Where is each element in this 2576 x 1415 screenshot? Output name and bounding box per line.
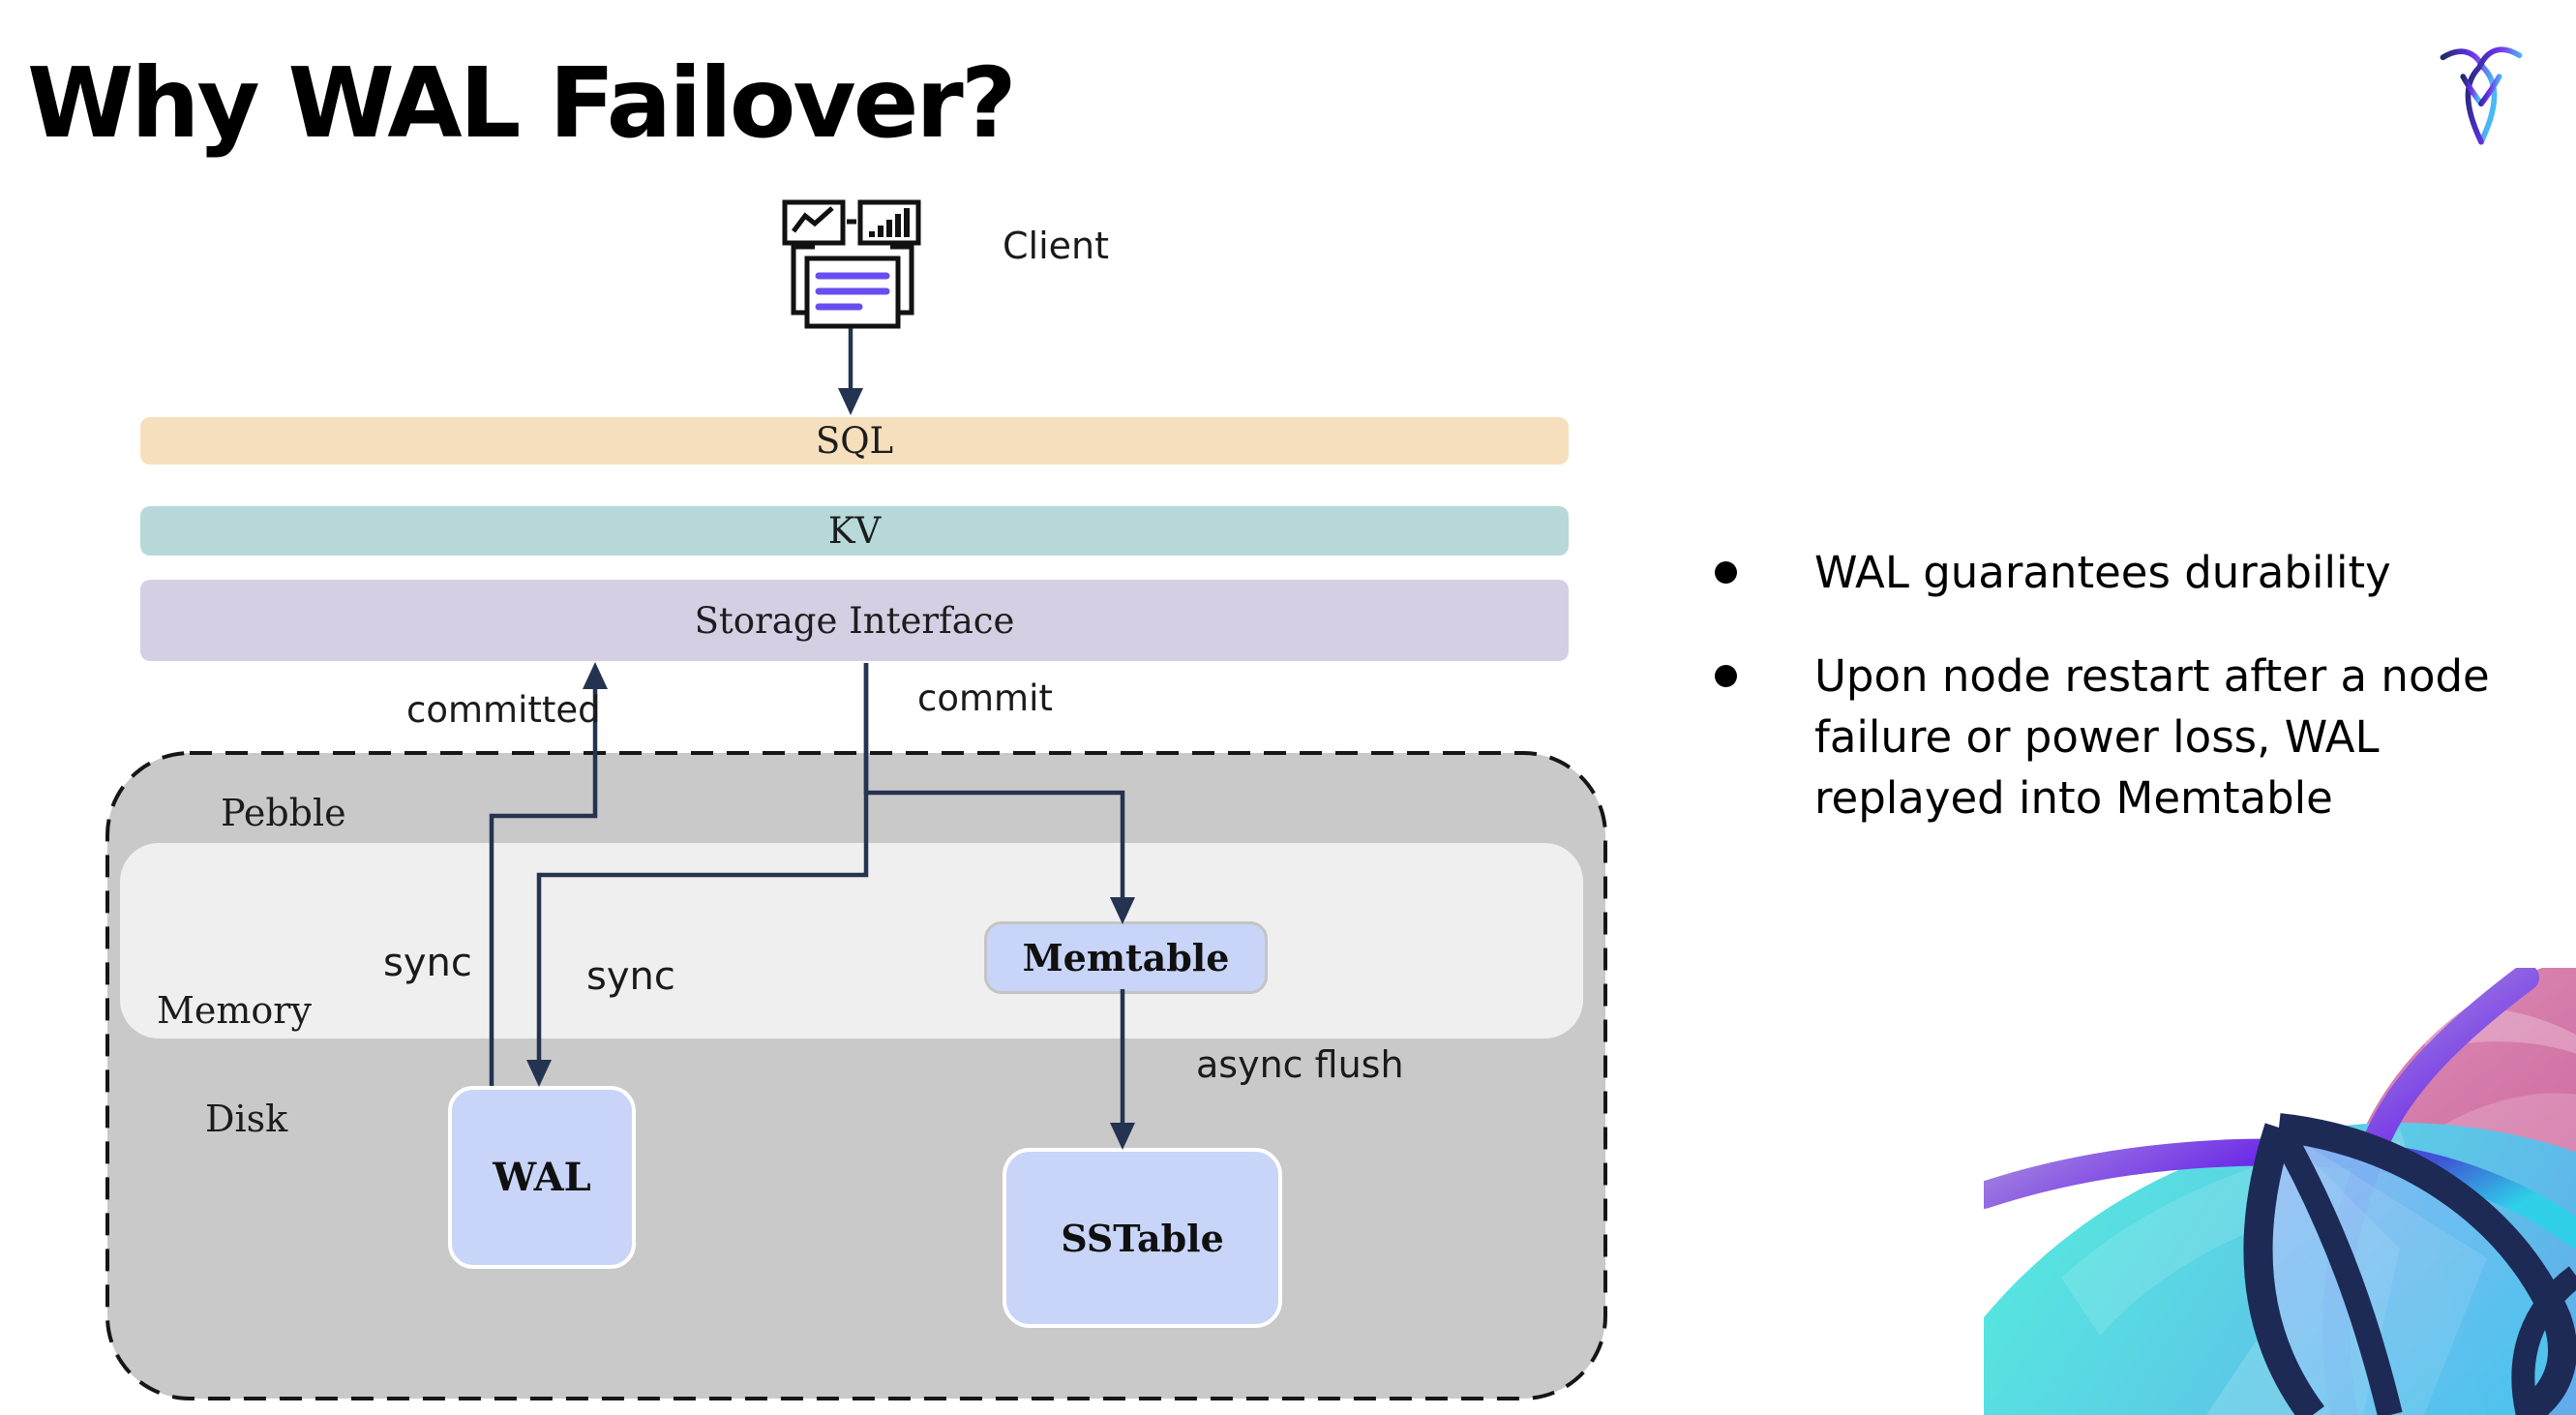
client-doc-lines bbox=[815, 272, 890, 311]
sstable-node: SSTable bbox=[1003, 1148, 1282, 1328]
memory-label: Memory bbox=[157, 989, 312, 1032]
edge-label-sync-right: sync bbox=[586, 954, 675, 999]
arrowhead-into-wal bbox=[526, 1060, 552, 1087]
art-leaf-vein-2 bbox=[2279, 1128, 2487, 1415]
logo-branch-right bbox=[2478, 74, 2502, 107]
client-barchart-bars bbox=[869, 208, 910, 237]
pebble-label: Pebble bbox=[221, 792, 346, 834]
edge-label-sync-left: sync bbox=[383, 941, 472, 985]
client-bracket-right bbox=[890, 244, 914, 316]
sstable-label: SSTable bbox=[1061, 1216, 1224, 1260]
bullet-text: Upon node restart after a node failure o… bbox=[1814, 650, 2490, 824]
logo-right-antenna-body bbox=[2465, 46, 2523, 145]
memory-band bbox=[120, 843, 1583, 1039]
bullet-dot bbox=[1715, 665, 1737, 687]
wal-node: WAL bbox=[448, 1086, 636, 1269]
art-leaf-fill bbox=[2258, 1128, 2563, 1415]
layer-sql: SQL bbox=[140, 417, 1569, 465]
cockroachdb-logo-icon bbox=[2440, 46, 2523, 145]
decorative-cockroach-art bbox=[1984, 968, 2576, 1415]
client-label: Client bbox=[1003, 225, 1110, 267]
art-leaf-outline-right bbox=[2277, 1113, 2576, 1415]
bullet-list: WAL guarantees durability Upon node rest… bbox=[1715, 542, 2508, 871]
logo-left-antenna-body bbox=[2440, 48, 2498, 145]
layer-sql-label: SQL bbox=[815, 420, 894, 462]
arrowhead-into-storage bbox=[583, 662, 608, 689]
edge-label-async-flush: async flush bbox=[1196, 1043, 1404, 1086]
art-leaf-stem bbox=[2267, 1121, 2403, 1415]
bullet-text: WAL guarantees durability bbox=[1814, 547, 2391, 598]
art-right-leaf-arc bbox=[2511, 1266, 2576, 1415]
layer-kv-label: KV bbox=[827, 510, 882, 552]
arrowheads bbox=[526, 388, 1135, 1150]
page-title: Why WAL Failover? bbox=[27, 46, 1017, 160]
memtable-label: Memtable bbox=[1022, 936, 1230, 979]
client-terminal-icon bbox=[782, 199, 921, 329]
memtable-node: Memtable bbox=[984, 921, 1268, 994]
disk-label: Disk bbox=[205, 1098, 288, 1140]
edge-label-committed: committed bbox=[406, 689, 601, 731]
layer-kv: KV bbox=[140, 506, 1569, 556]
bullet-item: WAL guarantees durability bbox=[1715, 542, 2508, 603]
art-leaf-outline-left bbox=[2243, 1123, 2325, 1415]
bullet-item: Upon node restart after a node failure o… bbox=[1715, 646, 2508, 828]
edge-committed-line bbox=[489, 670, 598, 1086]
layer-storage-label: Storage Interface bbox=[694, 599, 1015, 642]
client-linechart-glyph bbox=[792, 206, 834, 233]
layer-storage-interface: Storage Interface bbox=[140, 580, 1569, 661]
arrowhead-into-sql bbox=[838, 388, 863, 415]
wal-label: WAL bbox=[493, 1155, 591, 1200]
arrowhead-into-sstable bbox=[1110, 1123, 1135, 1150]
bullet-dot bbox=[1715, 561, 1737, 584]
edge-label-commit: commit bbox=[917, 677, 1053, 719]
client-bracket-left bbox=[791, 244, 815, 316]
arrowhead-into-memtable bbox=[1110, 897, 1135, 924]
